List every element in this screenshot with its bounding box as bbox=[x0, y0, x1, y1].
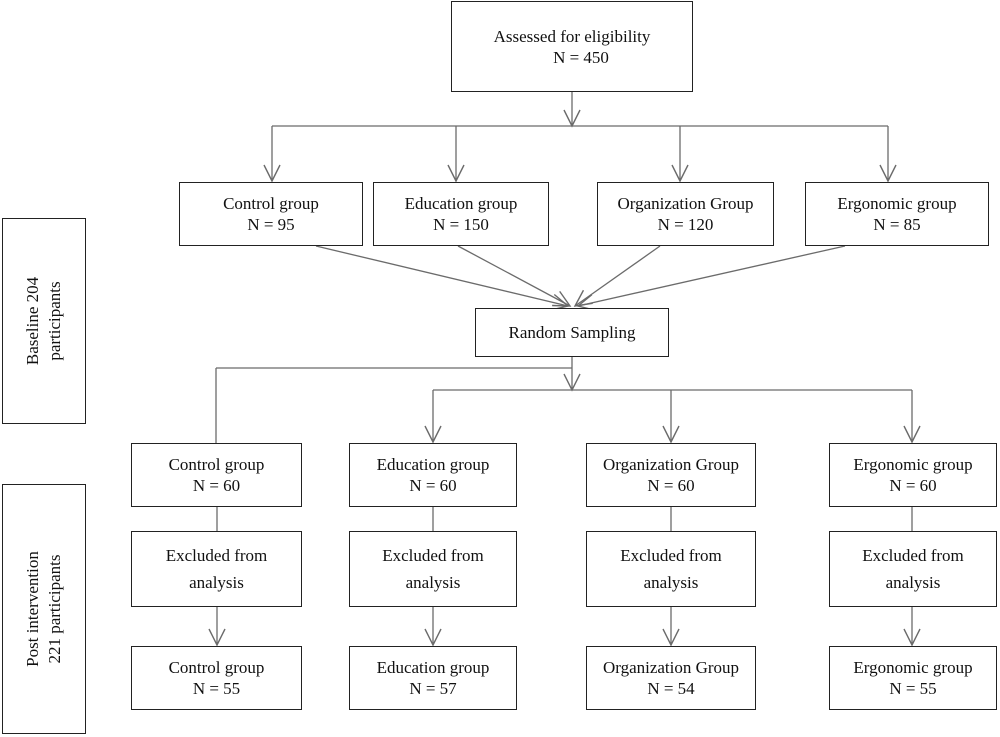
alloc-organization-count: N = 120 bbox=[657, 215, 714, 234]
baseline-line2: participants bbox=[45, 281, 65, 361]
analyzed-organization-label: Organization Group bbox=[602, 658, 740, 677]
sampled-organization-box: Organization Group N = 60 bbox=[586, 443, 756, 507]
post-line2: 221 participants bbox=[45, 554, 65, 664]
alloc-education-label: Education group bbox=[404, 194, 518, 213]
alloc-control-box: Control group N = 95 bbox=[179, 182, 363, 246]
excluded-education-line1: Excluded from bbox=[382, 546, 484, 565]
sampled-ergonomic-label: Ergonomic group bbox=[853, 455, 973, 474]
sampled-organization-count: N = 60 bbox=[647, 476, 695, 495]
arrow-control-to-sampling bbox=[315, 245, 570, 311]
sampled-education-count: N = 60 bbox=[409, 476, 457, 495]
analyzed-control-box: Control group N = 55 bbox=[131, 646, 302, 710]
sampled-ergonomic-box: Ergonomic group N = 60 bbox=[829, 443, 997, 507]
sampled-control-box: Control group N = 60 bbox=[131, 443, 302, 507]
analyzed-control-count: N = 55 bbox=[192, 679, 241, 698]
alloc-control-label: Control group bbox=[223, 194, 319, 213]
excluded-ergonomic-line2: analysis bbox=[885, 573, 941, 592]
random-sampling-box: Random Sampling bbox=[475, 308, 669, 357]
alloc-organization-label: Organization Group bbox=[617, 194, 754, 213]
alloc-ergonomic-count: N = 85 bbox=[873, 215, 921, 234]
random-sampling-label: Random Sampling bbox=[508, 323, 636, 342]
excluded-organization-line1: Excluded from bbox=[620, 546, 722, 565]
alloc-education-count: N = 150 bbox=[433, 215, 489, 234]
excluded-control-line2: analysis bbox=[189, 573, 244, 592]
analyzed-ergonomic-count: N = 55 bbox=[889, 679, 937, 698]
arrow-education-to-sampling bbox=[457, 245, 572, 307]
baseline-side-label: Baseline 204 participants bbox=[2, 218, 86, 424]
excluded-control-box: Excluded from analysis bbox=[131, 531, 302, 607]
excluded-control-line1: Excluded from bbox=[165, 546, 268, 565]
analyzed-education-box: Education group N = 57 bbox=[349, 646, 517, 710]
sampled-education-label: Education group bbox=[376, 455, 490, 474]
excluded-organization-box: Excluded from analysis bbox=[586, 531, 756, 607]
analyzed-education-label: Education group bbox=[376, 658, 490, 677]
excluded-ergonomic-box: Excluded from analysis bbox=[829, 531, 997, 607]
analyzed-organization-count: N = 54 bbox=[647, 679, 695, 698]
excluded-education-box: Excluded from analysis bbox=[349, 531, 517, 607]
baseline-line1: Baseline 204 bbox=[23, 276, 43, 366]
analyzed-education-count: N = 57 bbox=[409, 679, 457, 698]
sampled-ergonomic-count: N = 60 bbox=[889, 476, 937, 495]
sampled-education-box: Education group N = 60 bbox=[349, 443, 517, 507]
excluded-education-line2: analysis bbox=[405, 573, 461, 592]
analyzed-ergonomic-label: Ergonomic group bbox=[853, 658, 973, 677]
alloc-ergonomic-label: Ergonomic group bbox=[837, 194, 957, 213]
analyzed-ergonomic-box: Ergonomic group N = 55 bbox=[829, 646, 997, 710]
sampled-organization-label: Organization Group bbox=[602, 455, 740, 474]
alloc-ergonomic-box: Ergonomic group N = 85 bbox=[805, 182, 989, 246]
eligibility-box: Assessed for eligibility N = 450 bbox=[451, 1, 693, 92]
arrow-ergonomic-to-sampling bbox=[576, 245, 846, 311]
alloc-control-count: N = 95 bbox=[247, 215, 295, 234]
alloc-education-box: Education group N = 150 bbox=[373, 182, 549, 246]
sampled-control-count: N = 60 bbox=[192, 476, 241, 495]
excluded-organization-line2: analysis bbox=[643, 573, 699, 592]
alloc-organization-box: Organization Group N = 120 bbox=[597, 182, 774, 246]
analyzed-control-label: Control group bbox=[168, 658, 265, 677]
sampled-control-label: Control group bbox=[168, 455, 265, 474]
eligibility-count: N = 450 bbox=[553, 47, 609, 67]
analyzed-organization-box: Organization Group N = 54 bbox=[586, 646, 756, 710]
post-intervention-side-label: Post intervention 221 participants bbox=[2, 484, 86, 734]
eligibility-label: Assessed for eligibility bbox=[493, 26, 651, 46]
post-line1: Post intervention bbox=[23, 551, 43, 667]
excluded-ergonomic-line1: Excluded from bbox=[862, 546, 964, 565]
